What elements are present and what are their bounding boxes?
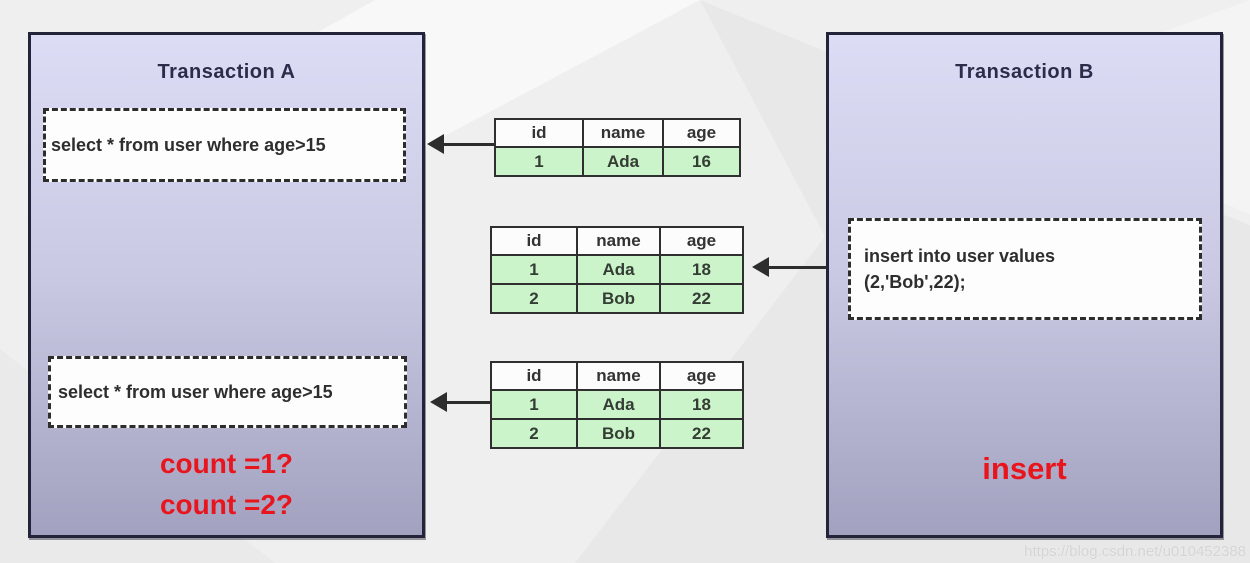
- arrow-left-icon: [752, 257, 769, 277]
- arrow-line: [446, 401, 491, 404]
- table-header-cell: id: [490, 226, 578, 256]
- table-cell: 1: [490, 254, 578, 285]
- table-header-cell: age: [659, 361, 744, 391]
- table-cell: 2: [490, 283, 578, 314]
- result-table-2: id name age 1 Ada 18 2 Bob 22: [490, 226, 744, 314]
- table-header-row: id name age: [494, 118, 741, 148]
- transaction-b-title: Transaction B: [955, 61, 1094, 83]
- table-header-cell: age: [662, 118, 741, 148]
- watermark-url: https://blog.csdn.net/u010452388: [1024, 543, 1246, 560]
- table-cell: 18: [659, 389, 744, 420]
- table-cell: 1: [490, 389, 578, 420]
- table-row: 1 Ada 18: [490, 389, 744, 420]
- transaction-b-box: Transaction B insert into user values (2…: [826, 32, 1223, 538]
- table-header-cell: name: [576, 361, 661, 391]
- table-header-cell: age: [659, 226, 744, 256]
- select-query-box-2: select * from user where age>15: [48, 356, 407, 428]
- result-table-1: id name age 1 Ada 16: [494, 118, 741, 177]
- table-row: 1 Ada 18: [490, 254, 744, 285]
- table-cell: 18: [659, 254, 744, 285]
- table-cell: 16: [662, 146, 741, 177]
- result-table-3: id name age 1 Ada 18 2 Bob 22: [490, 361, 744, 449]
- table-header-cell: id: [490, 361, 578, 391]
- transaction-a-title: Transaction A: [157, 61, 296, 83]
- table-row: 2 Bob 22: [490, 283, 744, 314]
- table-cell: 2: [490, 418, 578, 449]
- table-cell: Bob: [576, 418, 661, 449]
- arrow-left-icon: [430, 392, 447, 412]
- insert-query-box: insert into user values (2,'Bob',22);: [848, 218, 1202, 320]
- table-header-cell: name: [582, 118, 664, 148]
- select-query-text-1: select * from user where age>15: [51, 134, 326, 155]
- table-header-row: id name age: [490, 226, 744, 256]
- insert-query-text: insert into user values (2,'Bob',22);: [864, 245, 1056, 292]
- table-cell: 22: [659, 283, 744, 314]
- table-header-cell: name: [576, 226, 661, 256]
- table-cell: Ada: [576, 389, 661, 420]
- table-header-row: id name age: [490, 361, 744, 391]
- select-query-text-2: select * from user where age>15: [58, 381, 333, 402]
- table-header-cell: id: [494, 118, 584, 148]
- select-query-box-1: select * from user where age>15: [43, 108, 406, 182]
- table-cell: 1: [494, 146, 584, 177]
- count-line-2: count =2?: [159, 489, 293, 520]
- insert-action-label: insert: [982, 451, 1067, 486]
- arrow-line: [443, 143, 494, 146]
- count-line-1: count =1?: [159, 448, 293, 479]
- transaction-a-box: Transaction A select * from user where a…: [28, 32, 425, 538]
- count-question-note: count =1? count =2?: [31, 443, 422, 525]
- arrow-line: [768, 266, 827, 269]
- table-cell: Ada: [582, 146, 664, 177]
- table-row: 2 Bob 22: [490, 418, 744, 449]
- table-row: 1 Ada 16: [494, 146, 741, 177]
- arrow-left-icon: [427, 134, 444, 154]
- table-cell: 22: [659, 418, 744, 449]
- table-cell: Bob: [576, 283, 661, 314]
- table-cell: Ada: [576, 254, 661, 285]
